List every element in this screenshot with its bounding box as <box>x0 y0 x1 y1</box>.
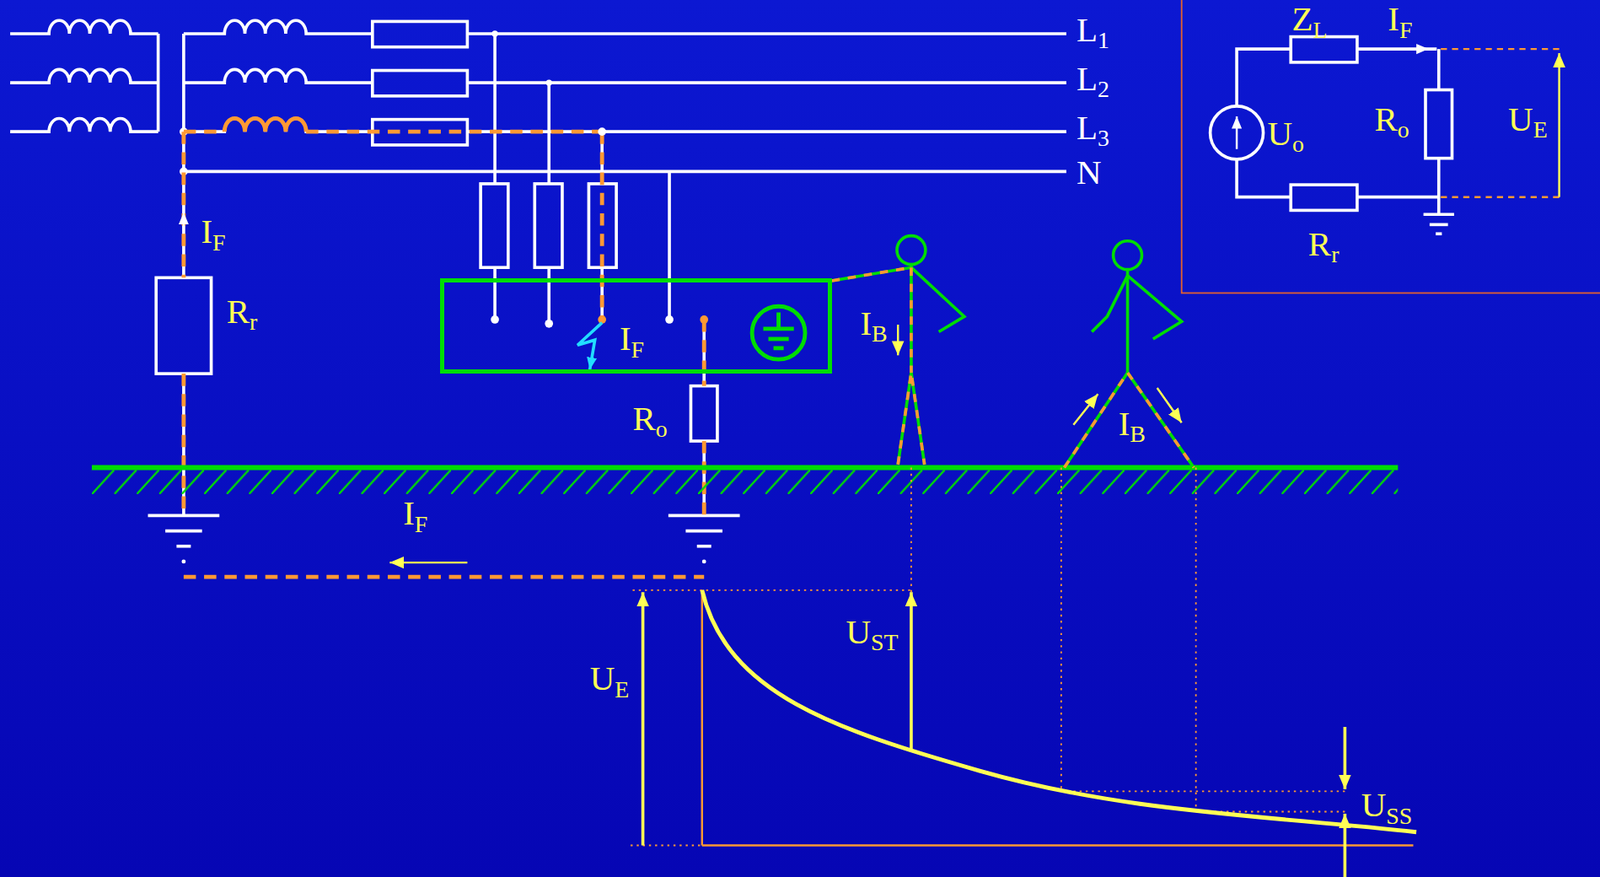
current-label: IF <box>619 321 645 356</box>
symbol-label: IB <box>1118 406 1146 441</box>
symbol-label: UST <box>845 614 898 650</box>
symbol-label: IF <box>200 214 226 249</box>
symbol-label: Ro <box>1374 102 1409 137</box>
symbol-label: ZL <box>1291 1 1327 37</box>
symbol-label: IF <box>1387 1 1413 37</box>
symbol-label: USS <box>1361 787 1413 822</box>
symbol-label: Rr <box>226 294 258 329</box>
line-name: L1 <box>1076 12 1110 48</box>
symbol-label: Ro <box>632 401 667 436</box>
line-name: N <box>1076 155 1102 190</box>
line-name: L2 <box>1076 61 1110 97</box>
equipment-enclosure: IF <box>440 278 833 374</box>
symbol-label: IF <box>402 495 428 531</box>
symbol-label: Rr <box>1308 226 1340 262</box>
line-name: L3 <box>1076 110 1110 145</box>
symbol-label: IB <box>859 306 887 341</box>
symbol-label: UE <box>590 660 630 696</box>
symbol-label: Uo <box>1267 116 1305 151</box>
symbol-label: UE <box>1508 102 1548 137</box>
